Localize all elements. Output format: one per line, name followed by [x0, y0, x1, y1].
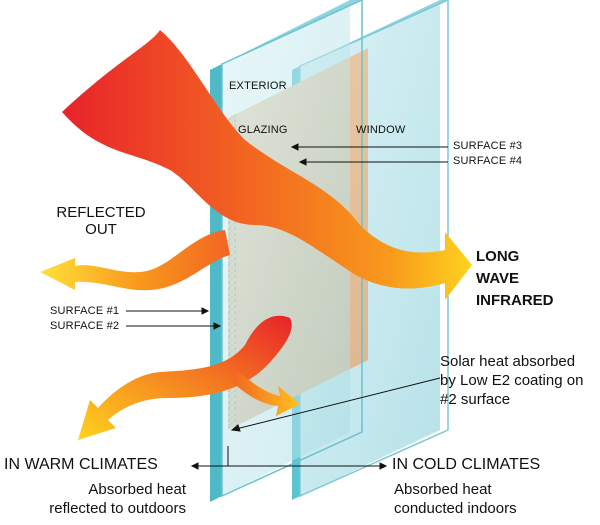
exterior-label: EXTERIOR [229, 80, 287, 92]
surface2-label: SURFACE #2 [50, 320, 120, 332]
solar-note-line1: Solar heat absorbed [440, 353, 576, 370]
long-wave-infrared-title: LONG WAVE INFRARED [476, 246, 554, 312]
surface1-label: SURFACE #1 [50, 305, 120, 317]
long-wave-line3: INFRARED [476, 292, 554, 309]
solar-note-line2: by Low E2 coating on [440, 372, 584, 389]
surface3-label: SURFACE #3 [453, 140, 523, 152]
warm-line2: reflected to outdoors [49, 500, 186, 517]
cold-line1: Absorbed heat [394, 481, 492, 498]
warm-climate-arrow [78, 315, 292, 440]
long-wave-line1: LONG [476, 248, 520, 265]
solar-note-line3: #2 surface [440, 391, 511, 408]
reflected-out-line2: OUT [85, 221, 117, 238]
solar-heat-note: Solar heat absorbed by Low E2 coating on… [440, 352, 583, 409]
reflected-out-title: REFLECTED OUT [56, 204, 146, 238]
solar-wave-arrow [62, 30, 472, 300]
glazing-label: GLAZING [238, 124, 288, 136]
cold-climates-text: Absorbed heat conducted indoors [394, 480, 517, 518]
surface4-label: SURFACE #4 [453, 155, 523, 167]
reflected-out-line1: REFLECTED [56, 204, 146, 221]
long-wave-line2: WAVE [476, 270, 520, 287]
warm-climates-text: Absorbed heat reflected to outdoors [20, 480, 186, 518]
window-label: WINDOW [356, 124, 406, 136]
warm-line1: Absorbed heat [88, 481, 186, 498]
cold-climate-arrow [232, 372, 300, 416]
cold-line2: conducted indoors [394, 500, 517, 517]
reflected-out-arrow [40, 230, 230, 291]
warm-climates-title: IN WARM CLIMATES [4, 456, 158, 473]
leader-lines [126, 143, 448, 470]
cold-climates-title: IN COLD CLIMATES [392, 456, 541, 473]
